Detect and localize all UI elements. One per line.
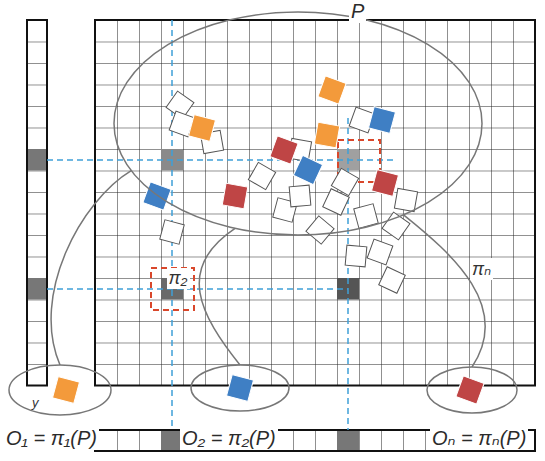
projection-label: π₂ [167,268,190,289]
projection-formula: O₂ = π₂(P) [180,426,278,450]
projection-ellipse: Oₙ = πₙ(P) [420,362,530,452]
y-axis-column [27,20,47,386]
projection-curve [404,215,486,367]
ellipse-outline [8,364,112,416]
set-label: P [349,0,366,23]
ellipse-outline [190,364,290,412]
projection-curve [51,171,131,365]
ellipse-outline [113,11,483,236]
grid-cell [337,431,359,450]
projection-ellipse: O₂ = π₂(P) [178,362,290,452]
projection-ellipse: O₁ = π₁(P) [2,362,112,452]
voxel-grid [95,20,535,386]
grid-cell [28,149,46,171]
point-set-ellipse: P [113,11,483,236]
point-outlines [160,91,418,293]
projection-formula: O₁ = π₁(P) [4,426,99,450]
axis-label: y [30,395,41,410]
grid-cell [28,278,46,300]
projection-label: πₙ [470,258,493,280]
projection-formula: Oₙ = πₙ(P) [430,426,528,450]
ellipse-outline [426,366,518,414]
selection-box [151,140,380,310]
point-markers [53,76,485,404]
projection-curve [199,228,240,365]
